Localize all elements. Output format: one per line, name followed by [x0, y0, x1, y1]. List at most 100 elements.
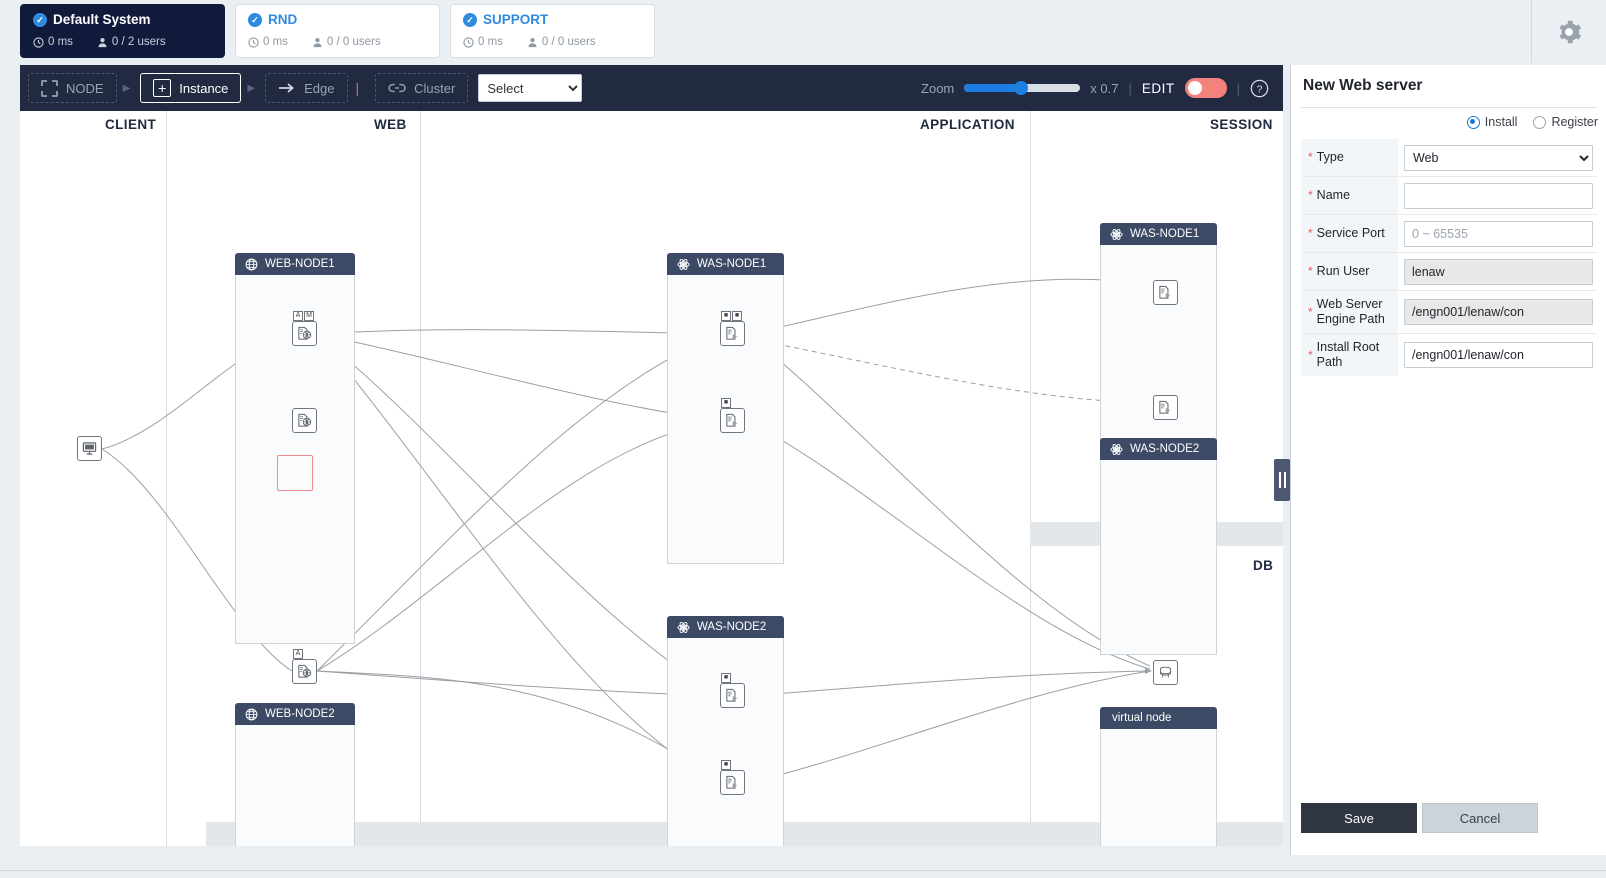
field-label-service-port: * Service Port	[1301, 215, 1398, 252]
instance-web-1[interactable]: A M	[292, 311, 317, 346]
atom-icon	[677, 258, 690, 270]
radio-register[interactable]: Register	[1533, 115, 1598, 129]
chevron-right-icon: ▶	[122, 82, 131, 94]
instance-badges: ■	[721, 673, 731, 683]
node-header[interactable]: WAS-NODE1	[1100, 223, 1217, 245]
form-row-name: * Name	[1301, 177, 1597, 215]
users-value: 0 / 2 users	[111, 36, 166, 48]
node-web-node2[interactable]: WEB-NODE2	[235, 703, 355, 846]
system-tab-support[interactable]: ✓ SUPPORT 0 ms 0 / 0 users	[450, 4, 655, 58]
name-input[interactable]	[1404, 182, 1593, 209]
settings-button[interactable]	[1531, 0, 1606, 63]
panel-collapse-handle[interactable]	[1274, 459, 1290, 501]
system-tab-label: Default System	[53, 12, 151, 27]
node-title: WEB-NODE2	[265, 708, 335, 720]
system-tab-label: SUPPORT	[483, 12, 549, 27]
zoom-slider-handle[interactable]	[1014, 81, 1029, 95]
badge-m: M	[304, 311, 314, 321]
new-web-server-form: * Type Web * Name	[1301, 139, 1597, 376]
instance-web-3[interactable]: A	[292, 649, 317, 684]
toolbar-node-button[interactable]: NODE	[28, 73, 117, 103]
system-tab-default-system[interactable]: ✓ Default System 0 ms 0 / 2 users	[20, 4, 225, 58]
node-virtual-node[interactable]: virtual node	[1100, 707, 1217, 846]
install-root-path-input[interactable]	[1404, 342, 1593, 368]
instance-session-2[interactable]	[1153, 395, 1178, 420]
users-metric: 0 / 2 users	[97, 36, 166, 48]
lane-label-application: APPLICATION	[920, 117, 1015, 132]
save-button[interactable]: Save	[1301, 803, 1417, 833]
system-tab-metrics: 0 ms 0 / 0 users	[463, 36, 642, 48]
new-instance-placeholder[interactable]	[277, 455, 313, 491]
field-value-service-port	[1398, 215, 1597, 252]
cancel-button[interactable]: Cancel	[1422, 803, 1538, 833]
detail-panel: New Web server Install Register * Type	[1290, 65, 1606, 855]
node-header[interactable]: WEB-NODE2	[235, 703, 355, 725]
mode-radio-group: Install Register	[1466, 115, 1598, 129]
instance-web-2[interactable]	[292, 408, 317, 433]
node-header[interactable]: WAS-NODE2	[1100, 438, 1217, 460]
instance-was-3[interactable]: ■	[720, 673, 745, 708]
lane-divider-application-session	[1030, 111, 1031, 846]
zoom-value: x 0.7	[1090, 80, 1119, 96]
radio-install[interactable]: Install	[1466, 115, 1518, 129]
web-instance-icon	[298, 413, 312, 427]
plus-square-icon: +	[153, 79, 172, 97]
node-was-node2-session[interactable]: WAS-NODE2	[1100, 438, 1217, 655]
atom-icon	[1110, 443, 1123, 455]
zoom-slider[interactable]	[964, 81, 1081, 95]
users-value: 0 / 0 users	[326, 36, 381, 48]
was-instance-icon	[726, 775, 738, 789]
gear-icon	[1559, 20, 1582, 43]
panel-action-buttons: Save Cancel	[1301, 803, 1538, 833]
dashed-square-icon	[41, 79, 58, 97]
badge-square-2: ■	[732, 311, 742, 321]
toolbar-cluster-label: Cluster	[414, 80, 456, 96]
instance-was-2[interactable]: ■	[720, 398, 745, 433]
panel-title: New Web server	[1303, 77, 1423, 94]
node-header[interactable]: WEB-NODE1	[235, 253, 355, 275]
lane-label-db: DB	[1253, 558, 1274, 573]
latency-value: 0 ms	[48, 36, 73, 48]
node-header[interactable]: WAS-NODE2	[667, 616, 784, 638]
service-port-input[interactable]	[1404, 220, 1593, 247]
field-value-run-user	[1398, 253, 1597, 290]
topology-canvas[interactable]: CLIENT WEB APPLICATION SESSION DB	[20, 111, 1283, 846]
instance-was-1[interactable]: ■ ■	[720, 311, 745, 346]
system-tab-rnd[interactable]: ✓ RND 0 ms 0 / 0 users	[235, 4, 440, 58]
toolbar-select-dropdown[interactable]: Select	[478, 74, 583, 102]
type-select[interactable]: Web	[1404, 144, 1593, 171]
label-text: Service Port	[1316, 226, 1385, 240]
edit-mode-toggle[interactable]	[1184, 78, 1227, 98]
radio-register-dot	[1533, 115, 1547, 129]
instance-was-4[interactable]: ■	[720, 760, 745, 795]
toggle-knob	[1187, 81, 1202, 95]
node-was-node2-app[interactable]: WAS-NODE2	[667, 616, 784, 846]
radio-install-label: Install	[1484, 115, 1518, 129]
run-user-input[interactable]	[1404, 258, 1593, 285]
globe-icon	[245, 258, 258, 270]
instance-session-1[interactable]	[1153, 280, 1178, 305]
system-tab-metrics: 0 ms 0 / 2 users	[33, 36, 212, 48]
form-row-engine-path: * Web Server Engine Path	[1301, 291, 1597, 334]
node-title: virtual node	[1112, 712, 1172, 724]
toolbar-edge-button[interactable]: Edge	[265, 73, 348, 103]
label-text: Run User	[1316, 264, 1370, 278]
instance-db-1[interactable]	[1153, 660, 1178, 685]
node-was-node1-session[interactable]: WAS-NODE1	[1100, 223, 1217, 440]
engine-path-input[interactable]	[1404, 299, 1593, 325]
required-marker: *	[1308, 264, 1313, 278]
system-tab-name-row: ✓ Default System	[33, 12, 212, 28]
database-instance-icon	[1159, 666, 1172, 678]
form-row-type: * Type Web	[1301, 139, 1597, 177]
field-label-install-root-path: * Install Root Path	[1301, 334, 1398, 376]
node-header[interactable]: virtual node	[1100, 707, 1217, 729]
node-header[interactable]: WAS-NODE1	[667, 253, 784, 275]
toolbar-instance-button[interactable]: + Instance	[140, 73, 242, 103]
lane-divider-client-web	[166, 111, 167, 846]
was-instance-icon	[726, 413, 738, 427]
node-title: WAS-NODE2	[697, 621, 767, 633]
help-button[interactable]: ?	[1250, 79, 1269, 98]
client-node-icon[interactable]	[77, 436, 102, 461]
arrow-right-icon	[279, 83, 294, 93]
toolbar-cluster-button[interactable]: Cluster	[375, 73, 469, 103]
